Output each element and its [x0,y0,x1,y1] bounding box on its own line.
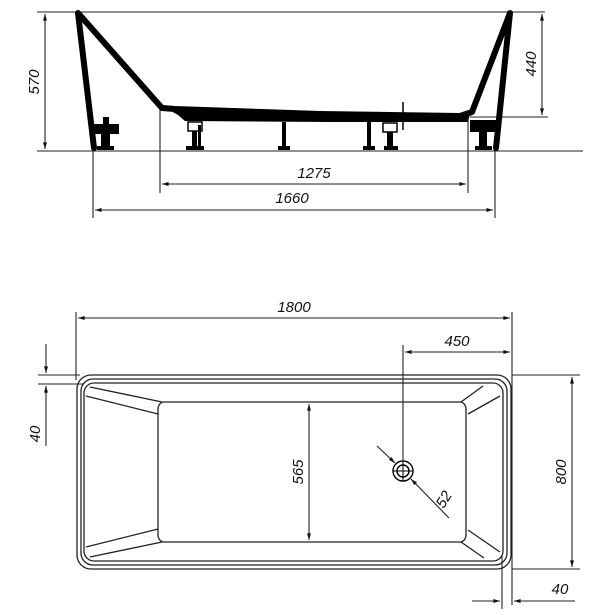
right-bottom-bevel [460,529,501,559]
dim-label-total-height: 570 [26,69,43,95]
dim-line-52-right [410,478,450,519]
right-top-bevel [460,385,501,415]
dim-label-inner-bottom-width: 565 [290,459,307,485]
left-bottom-bevel [85,528,163,558]
tub-shell-profile [75,10,513,151]
dim-label-drain-diameter: 52 [433,487,457,511]
outer-rim [76,374,512,570]
left-support-foot [93,117,119,150]
dim-line-52-left [376,445,396,464]
dim-label-rim-width-right: 40 [552,581,569,598]
dim-label-overall-length: 1800 [277,299,311,316]
dim-label-outer-base-length: 1660 [275,190,309,207]
inner-rim [83,382,504,562]
dim-label-rim-width-top: 40 [27,425,44,442]
dim-label-bottom-length: 1275 [297,165,331,182]
dim-label-drain-offset: 450 [444,333,470,350]
drain-outlet [392,460,414,482]
side-view: 570 440 1275 1660 [26,10,583,218]
right-support-foot [470,120,496,150]
tub-bottom [162,106,470,122]
basin-bottom [157,401,467,543]
dim-label-rim-height: 440 [523,51,540,77]
outer-rim-inner-edge [80,378,508,566]
top-view: 52 1800 450 800 565 40 40 [27,299,580,609]
dim-label-overall-width: 800 [553,459,570,485]
left-top-bevel [85,386,163,415]
inner-support-legs [186,102,404,150]
